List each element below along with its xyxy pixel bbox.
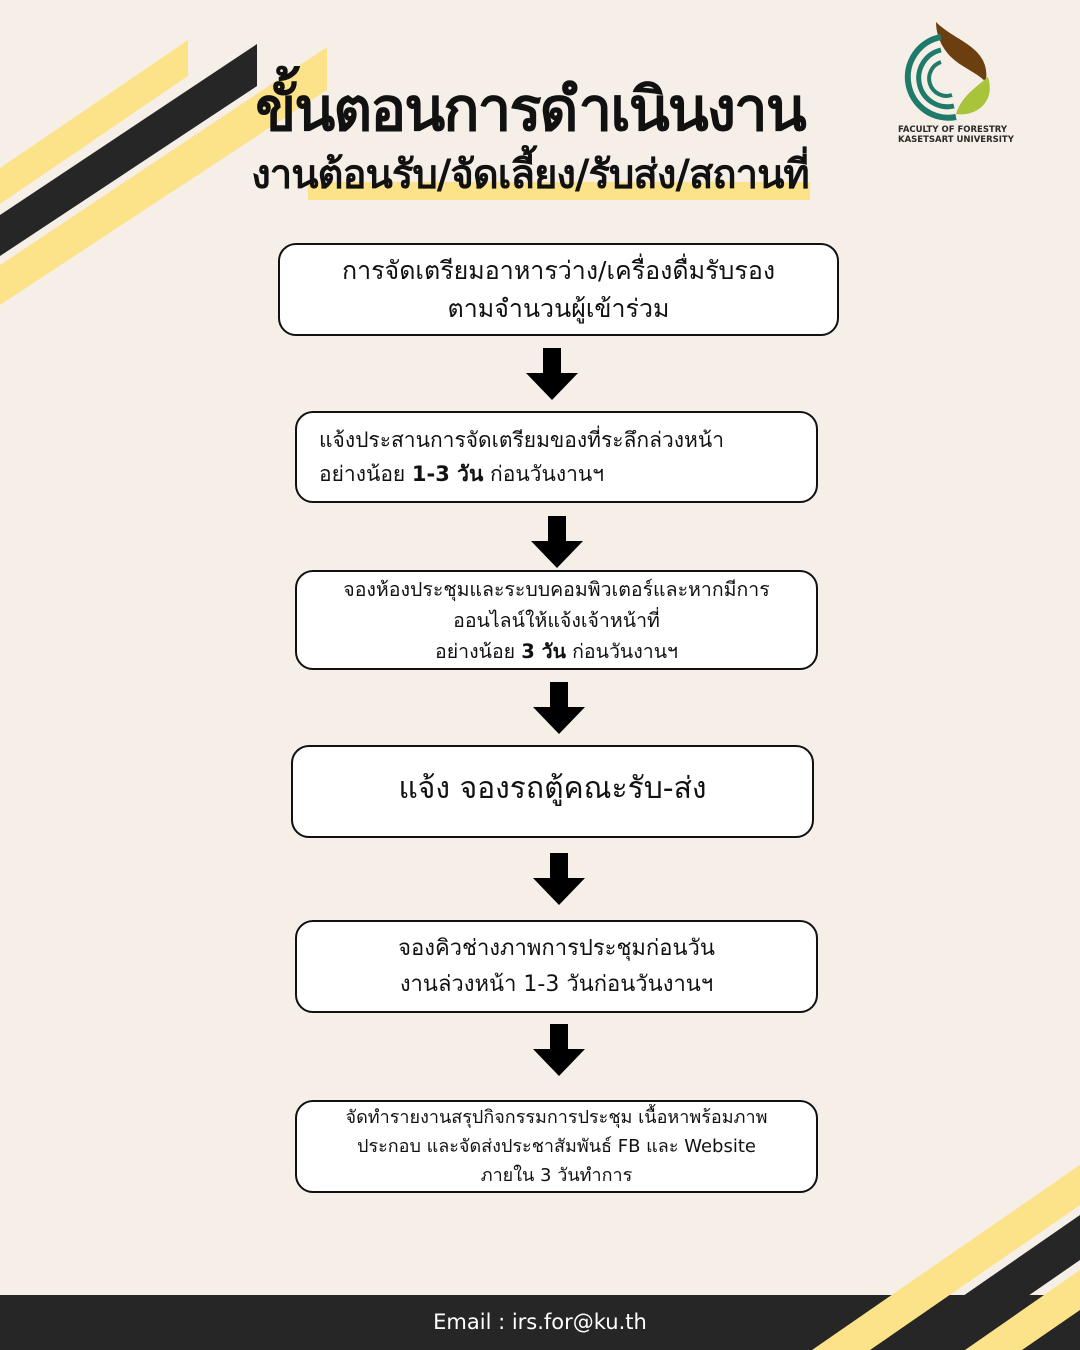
page-title: ขั้นตอนการดำเนินงาน: [255, 75, 807, 145]
arrow-down-icon: [533, 853, 585, 905]
step-6-line-3: ภายใน 3 วันทำการ: [480, 1165, 633, 1186]
logo-line-1: FACULTY OF FORESTRY: [898, 125, 1008, 135]
step-6-line-2: ประกอบ และจัดส่งประชาสัมพันธ์ FB และ Web…: [357, 1136, 756, 1157]
step-5-line-1: จองคิวช่างภาพการประชุมก่อนวัน: [398, 935, 715, 961]
faculty-logo: [904, 22, 990, 121]
step-2-line-1: แจ้งประสานการจัดเตรียมของที่ระลึกล่วงหน้…: [319, 428, 725, 452]
step-1-line-2: ตามจำนวนผู้เข้าร่วม: [447, 293, 670, 323]
emphasis-days: 1-3 วัน: [411, 462, 484, 486]
step-6-box: จัดทำรายงานสรุปกิจกรรมการประชุม เนื้อหาพ…: [295, 1100, 818, 1193]
step-5-line-2: งานล่วงหน้า 1-3 วันก่อนวันงานฯ: [399, 971, 714, 997]
step-3-line-2: ออนไลน์ให้แจ้งเจ้าหน้าที่: [453, 608, 660, 632]
arrow-down-icon: [526, 348, 578, 400]
step-3-box: จองห้องประชุมและระบบคอมพิวเตอร์และหากมีก…: [295, 570, 818, 670]
step-4-line-1: แจ้ง จองรถตู้คณะรับ-ส่ง: [398, 771, 707, 806]
text: อย่างน้อย: [319, 462, 412, 486]
step-3-line-3: อย่างน้อย 3 วัน ก่อนวันงานฯ: [297, 636, 816, 667]
step-1-box: การจัดเตรียมอาหารว่าง/เครื่องดื่มรับรอง …: [278, 243, 839, 336]
text: อย่างน้อย: [435, 639, 522, 663]
step-3-line-1: จองห้องประชุมและระบบคอมพิวเตอร์และหากมีก…: [343, 577, 770, 601]
text: ก่อนวันงานฯ: [565, 639, 678, 663]
stripe-dark-top-left: [0, 44, 257, 256]
arrow-down-icon: [533, 1024, 585, 1076]
step-6-line-1: จัดทำรายงานสรุปกิจกรรมการประชุม เนื้อหาพ…: [345, 1107, 768, 1128]
logo-line-2: KASETSART UNIVERSITY: [898, 135, 1014, 145]
logo-caption: FACULTY OF FORESTRY KASETSART UNIVERSITY: [898, 125, 1014, 145]
title-highlight: [308, 182, 810, 200]
page-subtitle: งานต้อนรับ/จัดเลี้ยง/รับส่ง/สถานที่: [251, 152, 810, 198]
arrow-down-icon: [531, 516, 583, 568]
step-2-box: แจ้งประสานการจัดเตรียมของที่ระลึกล่วงหน้…: [295, 411, 818, 503]
step-5-box: จองคิวช่างภาพการประชุมก่อนวัน งานล่วงหน้…: [295, 920, 818, 1013]
step-1-line-1: การจัดเตรียมอาหารว่าง/เครื่องดื่มรับรอง: [341, 255, 776, 285]
step-2-line-2: อย่างน้อย 1-3 วัน ก่อนวันงานฯ: [319, 457, 816, 491]
stripe-yellow-top-left-1: [0, 40, 188, 204]
arrow-down-icon: [533, 682, 585, 734]
emphasis-days: 3 วัน: [521, 639, 566, 663]
step-4-box: แจ้ง จองรถตู้คณะรับ-ส่ง: [291, 745, 814, 838]
footer-email: Email : irs.for@ku.th: [433, 1310, 647, 1334]
text: ก่อนวันงานฯ: [483, 462, 605, 486]
stripe-yellow-top-left-2: [0, 47, 327, 305]
